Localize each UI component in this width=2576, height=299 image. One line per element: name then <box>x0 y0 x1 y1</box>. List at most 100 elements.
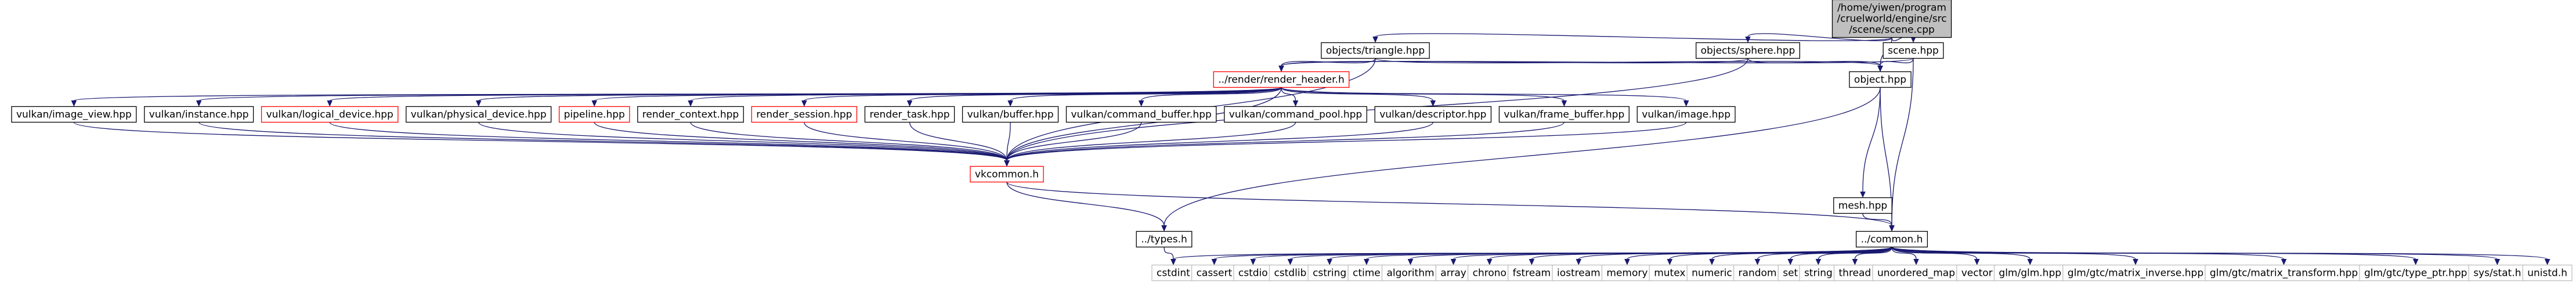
node-descriptor[interactable]: vulkan/descriptor.hpp <box>1374 106 1492 123</box>
node-pipeline[interactable]: pipeline.hpp <box>558 106 630 123</box>
node-object[interactable]: object.hpp <box>1849 71 1912 88</box>
arrowhead <box>1430 100 1436 107</box>
arrowhead <box>2133 259 2138 265</box>
edge-line <box>1281 57 1914 67</box>
edge-mesh-to-common <box>1862 213 1895 232</box>
node-label: mutex <box>1654 268 1685 279</box>
arrowhead <box>1787 259 1793 265</box>
node-render-context[interactable]: render_context.hpp <box>637 106 744 123</box>
node-label: algorithm <box>1386 268 1434 279</box>
node-box <box>1636 106 1736 123</box>
edge-line <box>1747 33 1892 41</box>
node-unistd: unistd.h <box>2522 264 2573 282</box>
node-box <box>1151 264 1195 282</box>
node-box <box>261 106 399 123</box>
node-matrix-inverse: glm/gtc/matrix_inverse.hpp <box>2062 264 2209 282</box>
node-set: set <box>1777 264 1803 282</box>
node-sphere[interactable]: objects/sphere.hpp <box>1696 42 1800 59</box>
node-box <box>144 106 254 123</box>
node-box <box>962 106 1059 123</box>
node-scene[interactable]: scene.hpp <box>1883 42 1944 59</box>
node-box <box>1733 264 1782 282</box>
node-vkcommon[interactable]: vkcommon.h <box>970 165 1044 183</box>
node-box <box>406 106 552 123</box>
arrowhead <box>1292 100 1299 107</box>
edge-render-header-to-image-view <box>71 87 1282 107</box>
edge-image-to-vkcommon <box>1004 121 1687 167</box>
node-stat: sys/stat.h <box>2468 264 2527 282</box>
edge-render-header-to-command-buffer <box>1138 87 1282 107</box>
node-buffer[interactable]: vulkan/buffer.hpp <box>962 106 1059 123</box>
node-label: render_session.hpp <box>756 109 852 121</box>
node-box <box>1849 71 1912 88</box>
edge-vkcommon-to-common <box>1006 181 1895 232</box>
node-frame-buffer[interactable]: vulkan/frame_buffer.hpp <box>1498 106 1630 123</box>
edge-line <box>909 87 1282 102</box>
edge-object-to-mesh <box>1860 87 1881 198</box>
node-box <box>1435 264 1472 282</box>
edge-line <box>1375 33 1892 41</box>
arrowhead <box>327 100 333 107</box>
node-box <box>1065 106 1217 123</box>
node-label: vulkan/command_pool.hpp <box>1229 109 1362 121</box>
node-label: mesh.hpp <box>1838 200 1887 212</box>
node-label: random <box>1739 268 1777 279</box>
edge-render-session-to-vkcommon <box>804 122 1010 167</box>
node-box <box>1213 71 1350 88</box>
edge-line <box>1891 247 1917 260</box>
arrowhead <box>1860 192 1866 198</box>
arrowhead <box>1278 66 1284 72</box>
arrowhead <box>2412 259 2419 265</box>
arrowhead <box>1007 100 1013 107</box>
node-box <box>2359 264 2473 282</box>
node-command-pool[interactable]: vulkan/command_pool.hpp <box>1224 106 1367 123</box>
node-box <box>970 165 1044 183</box>
node-physical-device[interactable]: vulkan/physical_device.hpp <box>406 106 552 123</box>
node-label: memory <box>1606 268 1648 279</box>
node-box <box>1269 264 1312 282</box>
arrowhead <box>1170 259 1176 265</box>
node-label: vulkan/image.hpp <box>1642 109 1730 121</box>
node-label: cassert <box>1197 268 1233 279</box>
edge-render-header-to-descriptor <box>1281 87 1436 107</box>
node-logical-device[interactable]: vulkan/logical_device.hpp <box>261 106 399 123</box>
edge-line <box>1281 87 1687 102</box>
node-label: vulkan/buffer.hpp <box>967 109 1054 121</box>
node-box <box>1883 42 1944 59</box>
edge-line <box>329 121 1007 161</box>
node-label: cstdint <box>1157 268 1190 279</box>
node-matrix-transform: glm/gtc/matrix_transform.hpp <box>2205 264 2363 282</box>
node-command-buffer[interactable]: vulkan/command_buffer.hpp <box>1065 106 1217 123</box>
edge-line <box>478 122 1007 161</box>
node-cstdint: cstdint <box>1151 264 1195 282</box>
node-algorithm: algorithm <box>1381 264 1440 282</box>
edge-common-to-mutex <box>1667 246 1892 265</box>
node-root: /home/yiwen/program/cruelworld/engine/sr… <box>1831 0 1952 38</box>
arrowhead <box>1287 259 1294 265</box>
edge-pipeline-to-vkcommon <box>594 122 1010 167</box>
node-label: vulkan/logical_device.hpp <box>266 109 393 121</box>
edge-line <box>73 121 1007 161</box>
node-render-task[interactable]: render_task.hpp <box>864 106 955 123</box>
edge-line <box>198 121 1007 161</box>
node-image-view[interactable]: vulkan/image_view.hpp <box>11 106 137 123</box>
node-instance[interactable]: vulkan/instance.hpp <box>144 106 254 123</box>
node-numeric: numeric <box>1686 264 1737 282</box>
edge-root-to-triangle <box>1372 33 1892 43</box>
node-common[interactable]: ../common.h <box>1855 230 1928 248</box>
arrowhead <box>1561 100 1567 107</box>
node-render-session[interactable]: render_session.hpp <box>751 106 858 123</box>
node-mesh[interactable]: mesh.hpp <box>1833 197 1892 214</box>
node-types[interactable]: ../types.h <box>1136 230 1193 248</box>
node-render-header[interactable]: ../render/render_header.h <box>1213 71 1350 88</box>
graph-edges <box>71 33 2550 265</box>
node-triangle[interactable]: objects/triangle.hpp <box>1321 42 1430 59</box>
node-vector: vector <box>1956 264 1998 282</box>
edge-common-to-unistd <box>1891 246 2550 265</box>
node-image[interactable]: vulkan/image.hpp <box>1636 106 1736 123</box>
node-label: sys/stat.h <box>2473 268 2521 279</box>
edge-line <box>690 122 1007 161</box>
arrowhead <box>1372 37 1378 43</box>
arrowhead <box>1529 259 1535 265</box>
node-box <box>1777 264 1803 282</box>
